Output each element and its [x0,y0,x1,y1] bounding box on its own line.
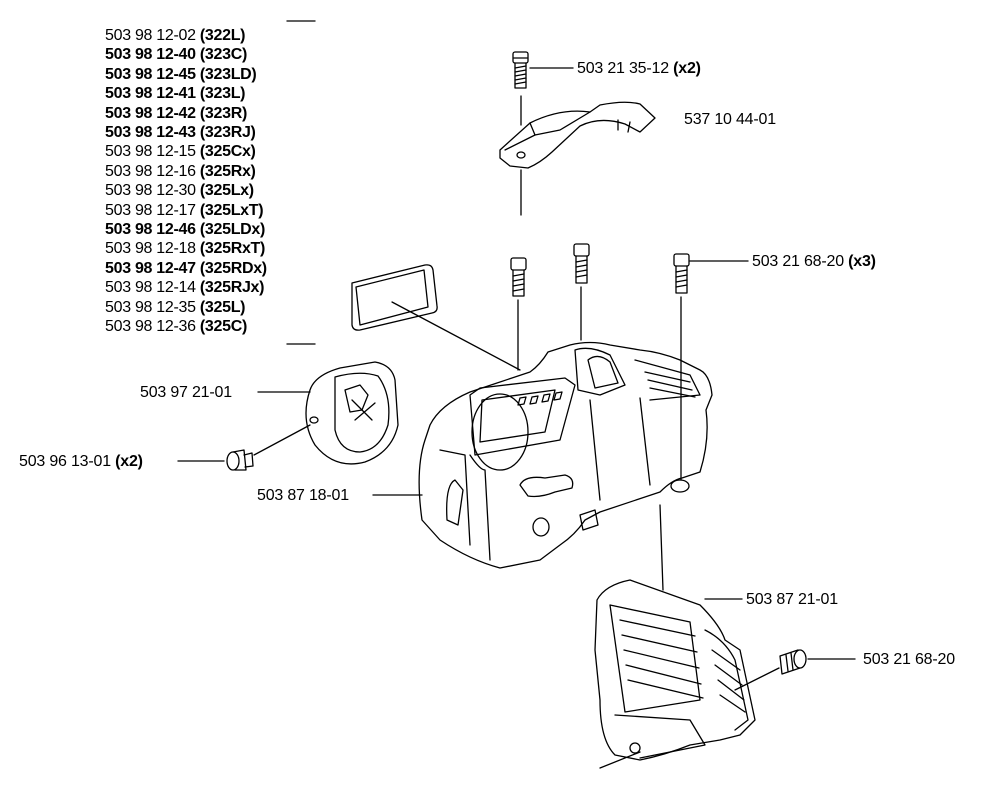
model-row: 503 98 12-16 (325Rx) [105,162,267,181]
model-part-number: 503 98 12-46 [105,221,196,239]
filter-pad-icon [351,264,438,331]
model-row: 503 98 12-40 (323C) [105,45,267,64]
model-code: (323R) [199,104,247,122]
model-row: 503 98 12-42 (323R) [105,104,267,123]
model-part-number: 503 98 12-36 [105,318,196,336]
side-screw-icon [779,649,807,675]
model-code: (325Cx) [199,143,256,161]
air-screw-label: 503 96 13-01 (x2) [19,452,143,471]
model-part-number: 503 98 12-30 [105,182,196,200]
model-part-number: 503 98 12-18 [105,240,196,258]
cover-screws-qty: (x3) [848,253,876,270]
model-code: (325RJx) [199,279,265,297]
model-row: 503 98 12-30 (325Lx) [105,181,267,200]
top-screw-qty: (x2) [673,60,701,77]
model-part-number: 503 98 12-42 [105,104,196,122]
model-code: (325C) [199,318,247,336]
air-cover-icon [305,361,399,465]
model-code: (323LD) [199,65,257,83]
cylinder-cover-icon [594,579,756,761]
top-bracket-label: 537 10 44-01 [684,110,776,129]
filter-pad-leader [391,301,521,371]
model-code: (325RxT) [199,240,266,258]
cover-screw-3-icon [673,253,690,294]
top-screw-part: 503 21 35-12 [577,60,669,77]
model-part-number: 503 98 12-15 [105,143,196,161]
model-row: 503 98 12-15 (325Cx) [105,142,267,161]
model-row: 503 98 12-18 (325RxT) [105,239,267,258]
model-part-number: 503 98 12-40 [105,46,196,64]
top-screw-label: 503 21 35-12 (x2) [577,59,701,78]
model-part-number: 503 98 12-16 [105,162,196,180]
model-code: (325RDx) [199,259,267,277]
model-code: (325LxT) [199,201,264,219]
model-row: 503 98 12-36 (325C) [105,317,267,336]
model-code: (322L) [199,27,246,44]
side-screw-axis [734,667,780,691]
top-bracket-part: 537 10 44-01 [684,111,776,128]
model-code: (323L) [199,85,246,103]
model-part-number: 503 98 12-47 [105,259,196,277]
cylinder-cover-part: 503 87 21-01 [746,591,838,608]
model-row: 503 98 12-41 (323L) [105,84,267,103]
model-code: (325Lx) [199,182,254,200]
model-part-number: 503 98 12-02 [105,27,196,44]
air-screw-axis [253,424,311,456]
top-screw-icon [512,51,529,89]
model-part-number: 503 98 12-17 [105,201,196,219]
model-part-number: 503 98 12-43 [105,124,196,142]
model-row: 503 98 12-17 (325LxT) [105,201,267,220]
engine-cover-part: 503 87 18-01 [257,487,349,504]
model-code: (325Rx) [199,162,256,180]
cover-screw-2-icon [573,243,590,284]
cylinder-cover-bottom-axis [599,751,641,769]
model-code: (325L) [199,298,246,316]
model-row: 503 98 12-47 (325RDx) [105,259,267,278]
model-row: 503 98 12-35 (325L) [105,298,267,317]
model-row: 503 98 12-14 (325RJx) [105,278,267,297]
model-row: 503 98 12-43 (323RJ) [105,123,267,142]
air-screw-qty: (x2) [115,453,143,470]
engine-cover-icon [418,341,713,569]
cylinder-cover-label: 503 87 21-01 [746,590,838,609]
model-code: (325LDx) [199,221,266,239]
model-part-list: 503 98 12-02 (322L)503 98 12-40 (323C)50… [105,26,267,337]
cover-screws-label: 503 21 68-20 (x3) [752,252,876,271]
cover-screw-1-icon [510,257,527,297]
model-part-number: 503 98 12-45 [105,65,196,83]
model-part-number: 503 98 12-35 [105,298,196,316]
side-screw-label: 503 21 68-20 [863,650,955,669]
model-code: (323RJ) [199,124,256,142]
model-row: 503 98 12-02 (322L) [105,26,267,45]
engine-cover-label: 503 87 18-01 [257,486,349,505]
model-row: 503 98 12-45 (323LD) [105,65,267,84]
model-row: 503 98 12-46 (325LDx) [105,220,267,239]
side-screw-part: 503 21 68-20 [863,651,955,668]
top-bracket-icon [499,101,656,169]
air-cover-label: 503 97 21-01 [140,383,232,402]
air-cover-part: 503 97 21-01 [140,384,232,401]
model-part-number: 503 98 12-14 [105,279,196,297]
cover-screws-part: 503 21 68-20 [752,253,844,270]
air-screw-part: 503 96 13-01 [19,453,111,470]
model-code: (323C) [199,46,247,64]
cylinder-axis [659,504,664,591]
air-screw-icon [226,449,254,471]
model-part-number: 503 98 12-41 [105,85,196,103]
